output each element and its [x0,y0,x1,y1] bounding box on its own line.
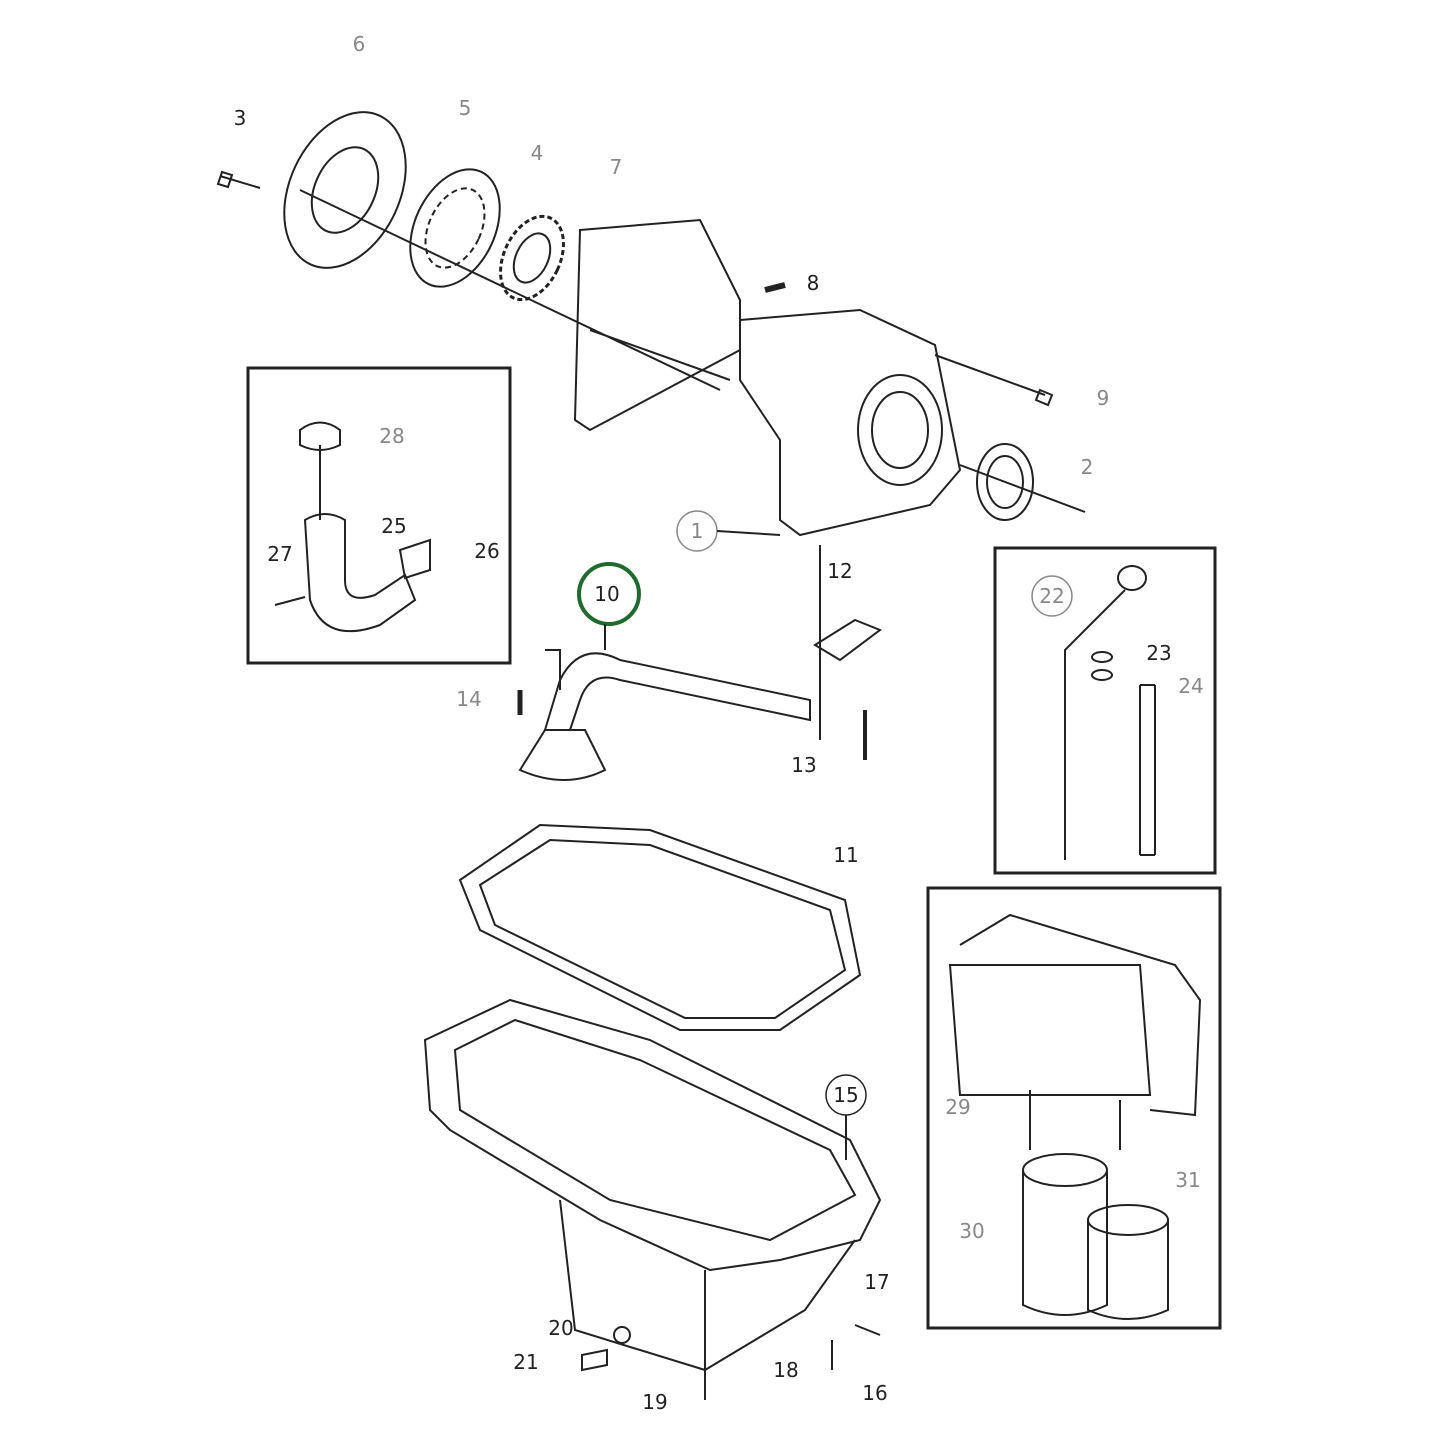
callout-11[interactable]: 11 [833,843,859,867]
oil-cooler-29-drawing [948,913,1202,1150]
assembly-line [299,189,731,391]
callout-2[interactable]: 2 [1080,455,1094,479]
oil-pan-15-drawing [423,998,882,1372]
gasket-12-drawing [813,618,883,662]
callout-15[interactable]: 15 [833,1083,859,1107]
callout-14[interactable]: 14 [456,687,482,711]
leader-line [716,530,781,536]
gasket-7-drawing [573,218,741,432]
callout-31[interactable]: 31 [1175,1168,1201,1192]
callout-1[interactable]: 1 [690,519,704,543]
gear-5-drawing [409,168,501,288]
small-fasteners-16-21-drawing [581,1324,881,1400]
inset-frame-dipstick [993,546,1217,875]
callout-28[interactable]: 28 [379,424,405,448]
callout-19[interactable]: 19 [642,1390,668,1414]
dipstick-22-drawing [1064,565,1147,860]
callout-8[interactable]: 8 [806,271,820,295]
cap-28-drawing [299,421,341,520]
callout-5[interactable]: 5 [458,96,472,120]
callout-20[interactable]: 20 [548,1316,574,1340]
seal-2-drawing [959,443,1086,521]
inset-frame-oil-filter [926,886,1222,1330]
filler-tube-25-drawing [303,513,431,633]
callout-4[interactable]: 4 [530,141,544,165]
callout-27[interactable]: 27 [267,542,293,566]
callout-18[interactable]: 18 [773,1358,799,1382]
oil-filter-30-drawing [1022,1153,1108,1316]
bolt-9-drawing [934,354,1054,407]
oil-pan-gasket-11-drawing [458,823,862,1031]
plate-6-drawing [283,111,407,269]
callout-6[interactable]: 6 [352,32,366,56]
callout-10-highlighted[interactable]: 10 [594,582,620,606]
callout-21[interactable]: 21 [513,1350,539,1374]
callout-circle-10-highlight [577,562,641,626]
bolt-3-drawing [216,170,261,189]
callout-24[interactable]: 24 [1178,674,1204,698]
callout-26[interactable]: 26 [474,539,500,563]
tube-24-drawing [1139,684,1156,856]
oil-filter-31-drawing [1087,1204,1169,1320]
gear-4-drawing [499,214,565,302]
callout-22[interactable]: 22 [1039,584,1065,608]
oil-pump-housing-1-drawing [739,308,962,537]
callout-23[interactable]: 23 [1146,641,1172,665]
callout-29[interactable]: 29 [945,1095,971,1119]
inset-frame-oil-filler [246,366,512,665]
callout-17[interactable]: 17 [864,1270,890,1294]
callout-13[interactable]: 13 [791,753,817,777]
bolt-27-drawing [274,596,306,606]
callout-7[interactable]: 7 [609,155,623,179]
callout-12[interactable]: 12 [827,559,853,583]
oil-pickup-10-drawing [518,649,811,781]
callout-25[interactable]: 25 [381,514,407,538]
callout-9[interactable]: 9 [1096,386,1110,410]
callout-30[interactable]: 30 [959,1219,985,1243]
pin-8-drawing [764,282,786,293]
o-rings-23-drawing [1091,651,1113,681]
callout-circle-22 [1031,575,1073,617]
callout-16[interactable]: 16 [862,1381,888,1405]
callout-3[interactable]: 3 [233,106,247,130]
